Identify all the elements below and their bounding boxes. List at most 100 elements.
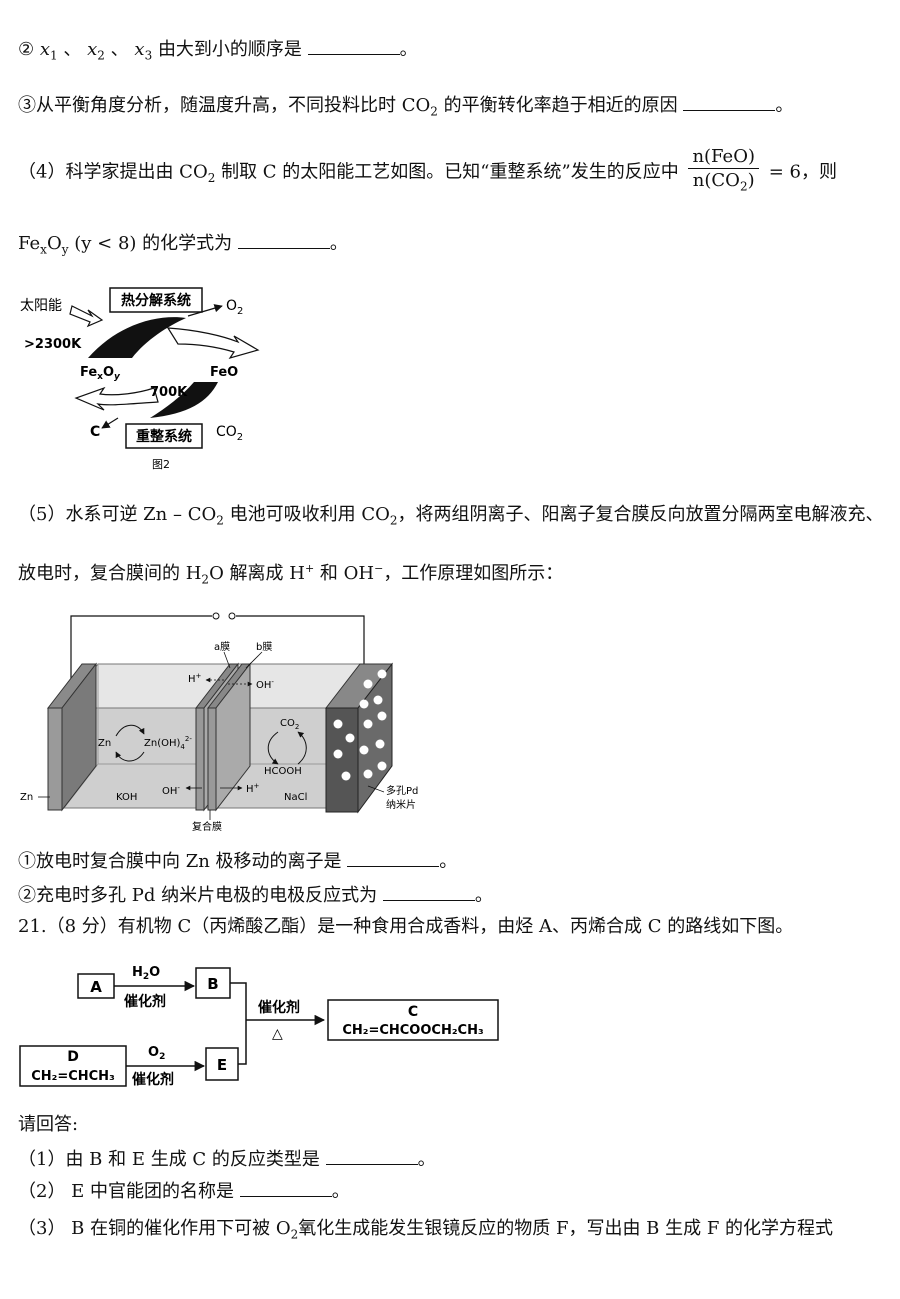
question-text-2: 的平衡转化率趋于相近的原因	[443, 95, 678, 116]
period: 。	[331, 1181, 350, 1202]
oh-ion-top: OH-	[256, 678, 274, 691]
a-membrane-pointer	[223, 651, 231, 669]
label-e: E	[217, 1056, 227, 1074]
label-d: D	[67, 1049, 79, 1065]
question-5-2: ②充电时多孔 Pd 纳米片电极的电极反应式为 。	[18, 882, 493, 909]
oh-ion-bottom: OH-	[162, 784, 180, 797]
zn-electrode-label: Zn	[20, 792, 33, 803]
den-sub: 2	[739, 179, 748, 194]
fexoy-label: FexOy	[80, 365, 121, 382]
question-text: (y < 8) 的化学式为	[74, 233, 233, 254]
sub-2: 2	[201, 572, 210, 587]
label-b: B	[207, 975, 218, 993]
thermal-system-box	[109, 287, 203, 313]
period: 。	[474, 885, 493, 906]
pd-label-2: 纳米片	[386, 798, 416, 811]
equation-tail: = 6，则	[768, 161, 837, 183]
question-text: （3） B 在铜的催化作用下可被 O	[18, 1218, 291, 1239]
sub-y: y	[61, 242, 69, 257]
sub-2: 2	[290, 1227, 299, 1242]
co2-inner-label: CO2	[280, 718, 299, 731]
zn-plate	[47, 707, 63, 811]
question-21-1: （1）由 B 和 E 生成 C 的反应类型是 。	[18, 1146, 436, 1173]
co2-label: CO2	[216, 424, 243, 443]
answer-blank[interactable]	[307, 36, 400, 55]
item-number: ②	[18, 39, 35, 60]
question-equilibrium: ③从平衡角度分析，随温度升高，不同投料比时 CO2 的平衡转化率趋于相近的原因 …	[18, 92, 793, 125]
h2o-label: H2O	[132, 965, 160, 982]
question-text: （4）科学家提出由 CO	[18, 161, 208, 183]
question-text-2: 氧化生成能发生银镜反应的物质 F，写出由 B 生成 F 的化学方程式	[298, 1218, 834, 1239]
d-formula: CH₂=CHCH₃	[31, 1069, 115, 1084]
thermal-system-label: 热分解系统	[121, 292, 191, 309]
upper-wedge-arrow	[88, 317, 186, 358]
separator: 、	[63, 39, 82, 60]
question-21-2: （2） E 中官能团的名称是 。	[18, 1178, 350, 1205]
period: 。	[417, 1149, 436, 1170]
answer-prompt: 请回答:	[18, 1114, 79, 1135]
answer-blank[interactable]	[347, 848, 440, 867]
junction-line	[230, 982, 247, 1065]
zn-inner-label: Zn	[98, 738, 111, 749]
upper-hollow-arrow	[166, 327, 260, 360]
pd-pointer	[367, 785, 385, 793]
sub-2: 2	[97, 48, 105, 63]
answer-blank[interactable]	[325, 1146, 418, 1165]
composite-membrane-label: 复合膜	[192, 820, 222, 833]
var-x2: x	[87, 39, 98, 60]
var-x3: x	[134, 39, 145, 60]
period: 。	[775, 95, 794, 116]
period: 。	[439, 851, 458, 872]
zn-cycle-top-arrow	[115, 724, 145, 737]
c-label: C	[90, 424, 100, 440]
hcooh-label: HCOOH	[264, 766, 302, 777]
question-x-order: ② x1 、 x2 、 x3 由大到小的顺序是 。	[18, 36, 418, 69]
membrane-b	[207, 707, 217, 811]
reform-system-label: 重整系统	[136, 428, 192, 445]
period: 。	[399, 39, 418, 60]
co2-cycle-left-arrow	[267, 731, 279, 765]
answer-blank[interactable]	[683, 92, 776, 111]
o2-label: O2	[226, 298, 243, 317]
a-membrane-label: a膜	[214, 641, 230, 653]
reform-system-box	[125, 423, 203, 449]
sub-3: 3	[144, 48, 153, 63]
o2-route-label: O2	[148, 1045, 165, 1062]
delta-label: △	[272, 1026, 283, 1042]
o2-arrow	[187, 304, 223, 317]
membrane-b-side	[215, 662, 251, 812]
lower-hollow-arrow	[74, 386, 159, 411]
sup-plus: +	[304, 562, 315, 575]
c-formula: CH₂=CHCOOCH₂CH₃	[342, 1023, 483, 1038]
answer-blank[interactable]	[237, 230, 330, 249]
temp-high-label: >2300K	[24, 337, 82, 352]
answer-blank[interactable]	[382, 882, 475, 901]
catalyst-label-3: 催化剂	[132, 1071, 174, 1088]
question-5b: 放电时，复合膜间的 H2O 解离成 H+ 和 OH−，工作原理如图所示：	[18, 556, 563, 593]
question-21-3: （3） B 在铜的催化作用下可被 O2氧化生成能发生银镜反应的物质 F，写出由 …	[18, 1216, 833, 1248]
question-text-3: 和 OH	[314, 563, 375, 584]
question-text: 由大到小的顺序是	[157, 39, 302, 60]
den-close: )	[747, 170, 755, 191]
question-5-1: ①放电时复合膜中向 Zn 极移动的离子是 。	[18, 848, 457, 875]
answer-blank[interactable]	[239, 1178, 332, 1197]
question-text: ①放电时复合膜中向 Zn 极移动的离子是	[18, 851, 342, 872]
circuit-wire-right	[236, 615, 365, 668]
box-c	[327, 999, 499, 1041]
question-text: （1）由 B 和 E 生成 C 的反应类型是	[18, 1149, 320, 1170]
sup-minus: −	[374, 562, 384, 575]
question-text: ②充电时多孔 Pd 纳米片电极的电极反应式为	[18, 885, 378, 906]
question-text: ③从平衡角度分析，随温度升高，不同投料比时 CO	[18, 95, 431, 116]
terminal-left-icon	[212, 612, 220, 620]
pd-label-1: 多孔Pd	[386, 784, 418, 797]
co2-cycle-right-arrow	[297, 731, 307, 765]
solar-label: 太阳能	[20, 298, 62, 314]
fraction-numerator: n(FeO)	[688, 146, 759, 169]
terminal-right-icon	[228, 612, 236, 620]
catalyst-label-1: 催化剂	[124, 993, 166, 1010]
nacl-label: NaCl	[284, 792, 307, 803]
question-5: （5）水系可逆 Zn – CO2 电池可吸收利用 CO2，将两组阴离子、阳离子复…	[18, 502, 884, 534]
den-text: n(CO	[692, 170, 740, 191]
h-ion-bottom: H+	[246, 782, 260, 795]
h-ion-top: H+	[188, 672, 202, 685]
